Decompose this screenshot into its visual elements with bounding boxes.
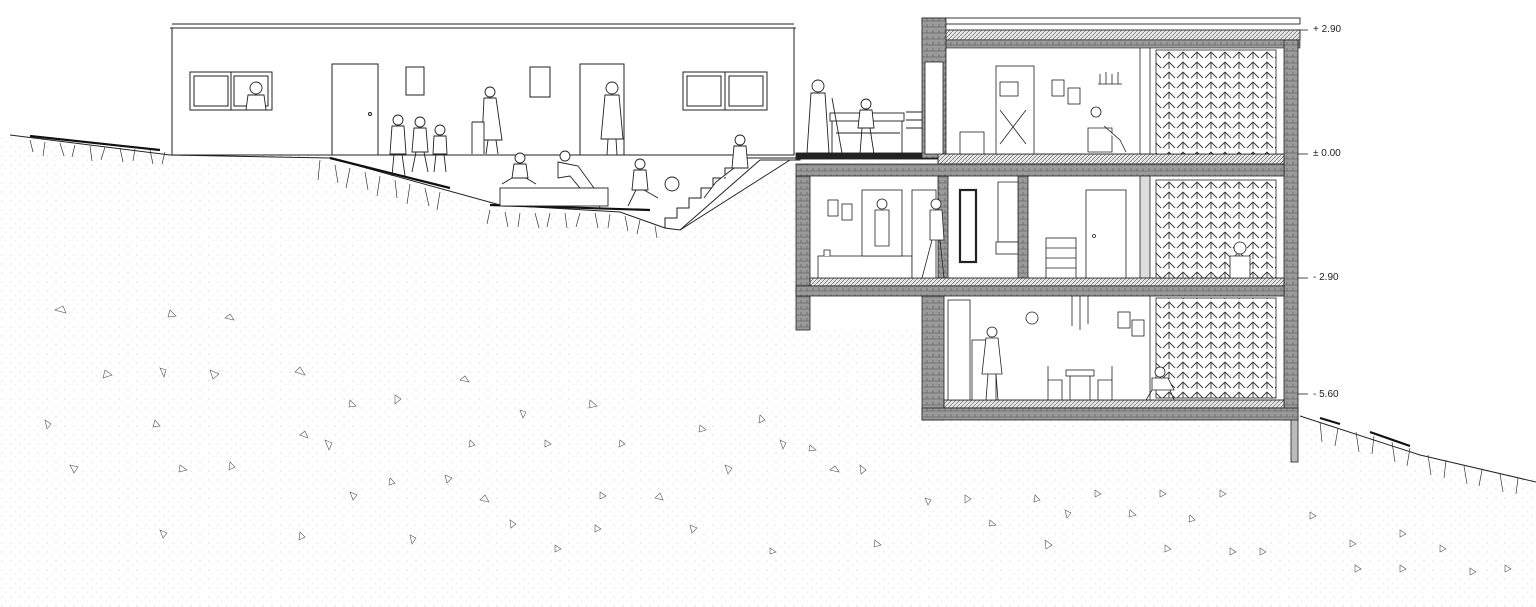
house-door-left <box>331 63 379 156</box>
terrace <box>795 79 939 160</box>
level-label-ground: ± 0.00 <box>1313 148 1341 159</box>
top-floor-interior <box>924 48 1141 155</box>
lower-floor-2-interior <box>947 296 1175 401</box>
level-label-lower-2: - 5.60 <box>1313 389 1339 400</box>
soil-mass <box>0 134 1536 607</box>
people-garden <box>245 81 749 209</box>
level-label-lower-1: - 2.90 <box>1313 272 1339 283</box>
facade-screen-middle <box>1155 179 1277 279</box>
facade-screen-bottom <box>1155 297 1277 399</box>
facade-screen-top <box>1155 49 1277 155</box>
level-markers: + 2.90 ± 0.00 - 2.90 - 5.60 <box>1298 24 1342 400</box>
soil-stones <box>44 305 1512 576</box>
grass-roots <box>29 139 1519 495</box>
level-label-top: + 2.90 <box>1313 24 1342 35</box>
lower-floor-1-interior <box>817 181 1251 279</box>
